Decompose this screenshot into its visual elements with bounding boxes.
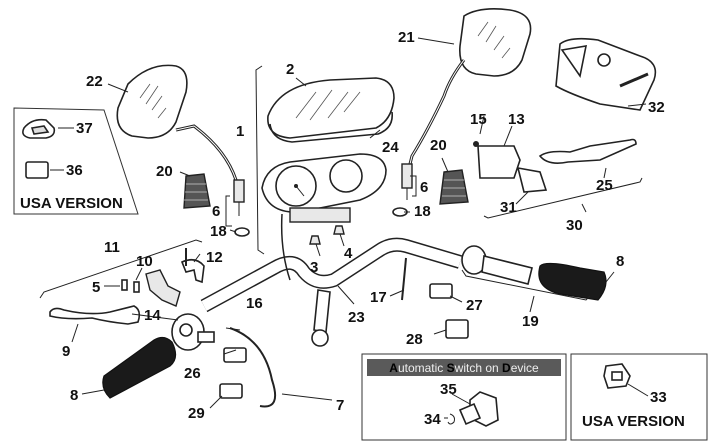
banner [367, 359, 561, 376]
callout-28: 28 [406, 331, 423, 348]
rubber-boot-right [439, 169, 469, 205]
left-lever [49, 305, 141, 325]
callout-4: 4 [344, 245, 353, 262]
clip-34 [444, 413, 455, 425]
callout-9: 9 [62, 343, 70, 360]
handlebar [200, 237, 462, 347]
callout-13: 13 [508, 111, 525, 128]
callout-34: 34 [424, 411, 441, 428]
usa-version-label-right: USA VERSION [582, 413, 685, 430]
bracket-30 [483, 177, 643, 219]
callout-labels: 22 21 2 1 24 20 20 6 6 18 18 3 4 11 10 5… [62, 29, 665, 422]
nut-4 [333, 225, 345, 235]
callout-15: 15 [470, 111, 487, 128]
callout-16: 16 [246, 295, 263, 312]
callout-35: 35 [440, 381, 457, 398]
switch-29 [219, 383, 243, 399]
instrument-cluster [261, 153, 387, 223]
callout-25: 25 [596, 177, 613, 194]
callout-32: 32 [648, 99, 665, 116]
right-lever [538, 138, 637, 164]
bracket-11 [39, 239, 203, 299]
pin-5 [121, 279, 128, 291]
inset-automatic-switch: Automatic Switch on Device 35 34 [361, 353, 567, 441]
callout-24: 24 [382, 139, 399, 156]
callout-6-left: 6 [212, 203, 220, 220]
callout-36: 36 [66, 162, 83, 179]
banner-title: Automatic Switch on Device [389, 361, 539, 375]
switch-27 [429, 283, 453, 299]
callout-7: 7 [336, 397, 344, 414]
callout-12: 12 [206, 249, 223, 266]
bracket-6-left [225, 195, 232, 227]
cable-17 [401, 257, 407, 301]
bracket-19 [461, 269, 591, 301]
throttle-right [461, 245, 607, 301]
callout-5: 5 [92, 279, 100, 296]
cable-7 [229, 327, 276, 408]
switch-28 [445, 319, 469, 339]
callout-23: 23 [348, 309, 365, 326]
callout-27: 27 [466, 297, 483, 314]
instrument-cover [267, 77, 395, 143]
left-mirror [116, 64, 245, 216]
reservoir-cap [555, 37, 657, 111]
callout-3: 3 [310, 259, 318, 276]
callout-18-right: 18 [414, 203, 431, 220]
callout-18-left: 18 [210, 223, 227, 240]
washer-left [234, 227, 250, 237]
switch-housing-left [171, 313, 215, 351]
inset-usa-right: 33 USA VERSION [570, 353, 708, 441]
lever-bracket [145, 269, 181, 307]
pin-10 [133, 281, 140, 293]
callout-33: 33 [650, 389, 667, 406]
clamp-12 [180, 258, 205, 284]
callout-1: 1 [236, 123, 244, 140]
callout-20-left: 20 [156, 163, 173, 180]
switch-26 [223, 347, 247, 363]
nut-3 [309, 235, 321, 245]
callout-21: 21 [398, 29, 415, 46]
callout-20-right: 20 [430, 137, 447, 154]
bracket-1 [255, 65, 265, 255]
callout-10: 10 [136, 253, 153, 270]
rubber-boot-left [183, 173, 211, 209]
leader-lines [71, 37, 647, 409]
callout-29: 29 [188, 405, 205, 422]
callout-8-right: 8 [616, 253, 624, 270]
callout-6-right: 6 [420, 179, 428, 196]
switch-36 [25, 161, 49, 179]
bracket-6-right [410, 175, 417, 197]
usa-version-label-left: USA VERSION [20, 195, 123, 212]
right-mirror [401, 8, 532, 200]
callout-37: 37 [76, 120, 93, 137]
callout-31: 31 [500, 199, 517, 216]
callout-2: 2 [286, 61, 294, 78]
callout-11: 11 [104, 239, 120, 256]
callout-22: 22 [86, 73, 103, 90]
inset-usa-left: 37 36 USA VERSION [13, 107, 139, 215]
callout-17: 17 [370, 289, 387, 306]
callout-14: 14 [144, 307, 161, 324]
callout-30: 30 [566, 217, 583, 234]
cable-1 [280, 213, 291, 281]
grip-left [102, 336, 177, 399]
callout-26: 26 [184, 365, 201, 382]
master-cylinder [473, 141, 548, 193]
callout-8-left: 8 [70, 387, 78, 404]
callout-19: 19 [522, 313, 539, 330]
